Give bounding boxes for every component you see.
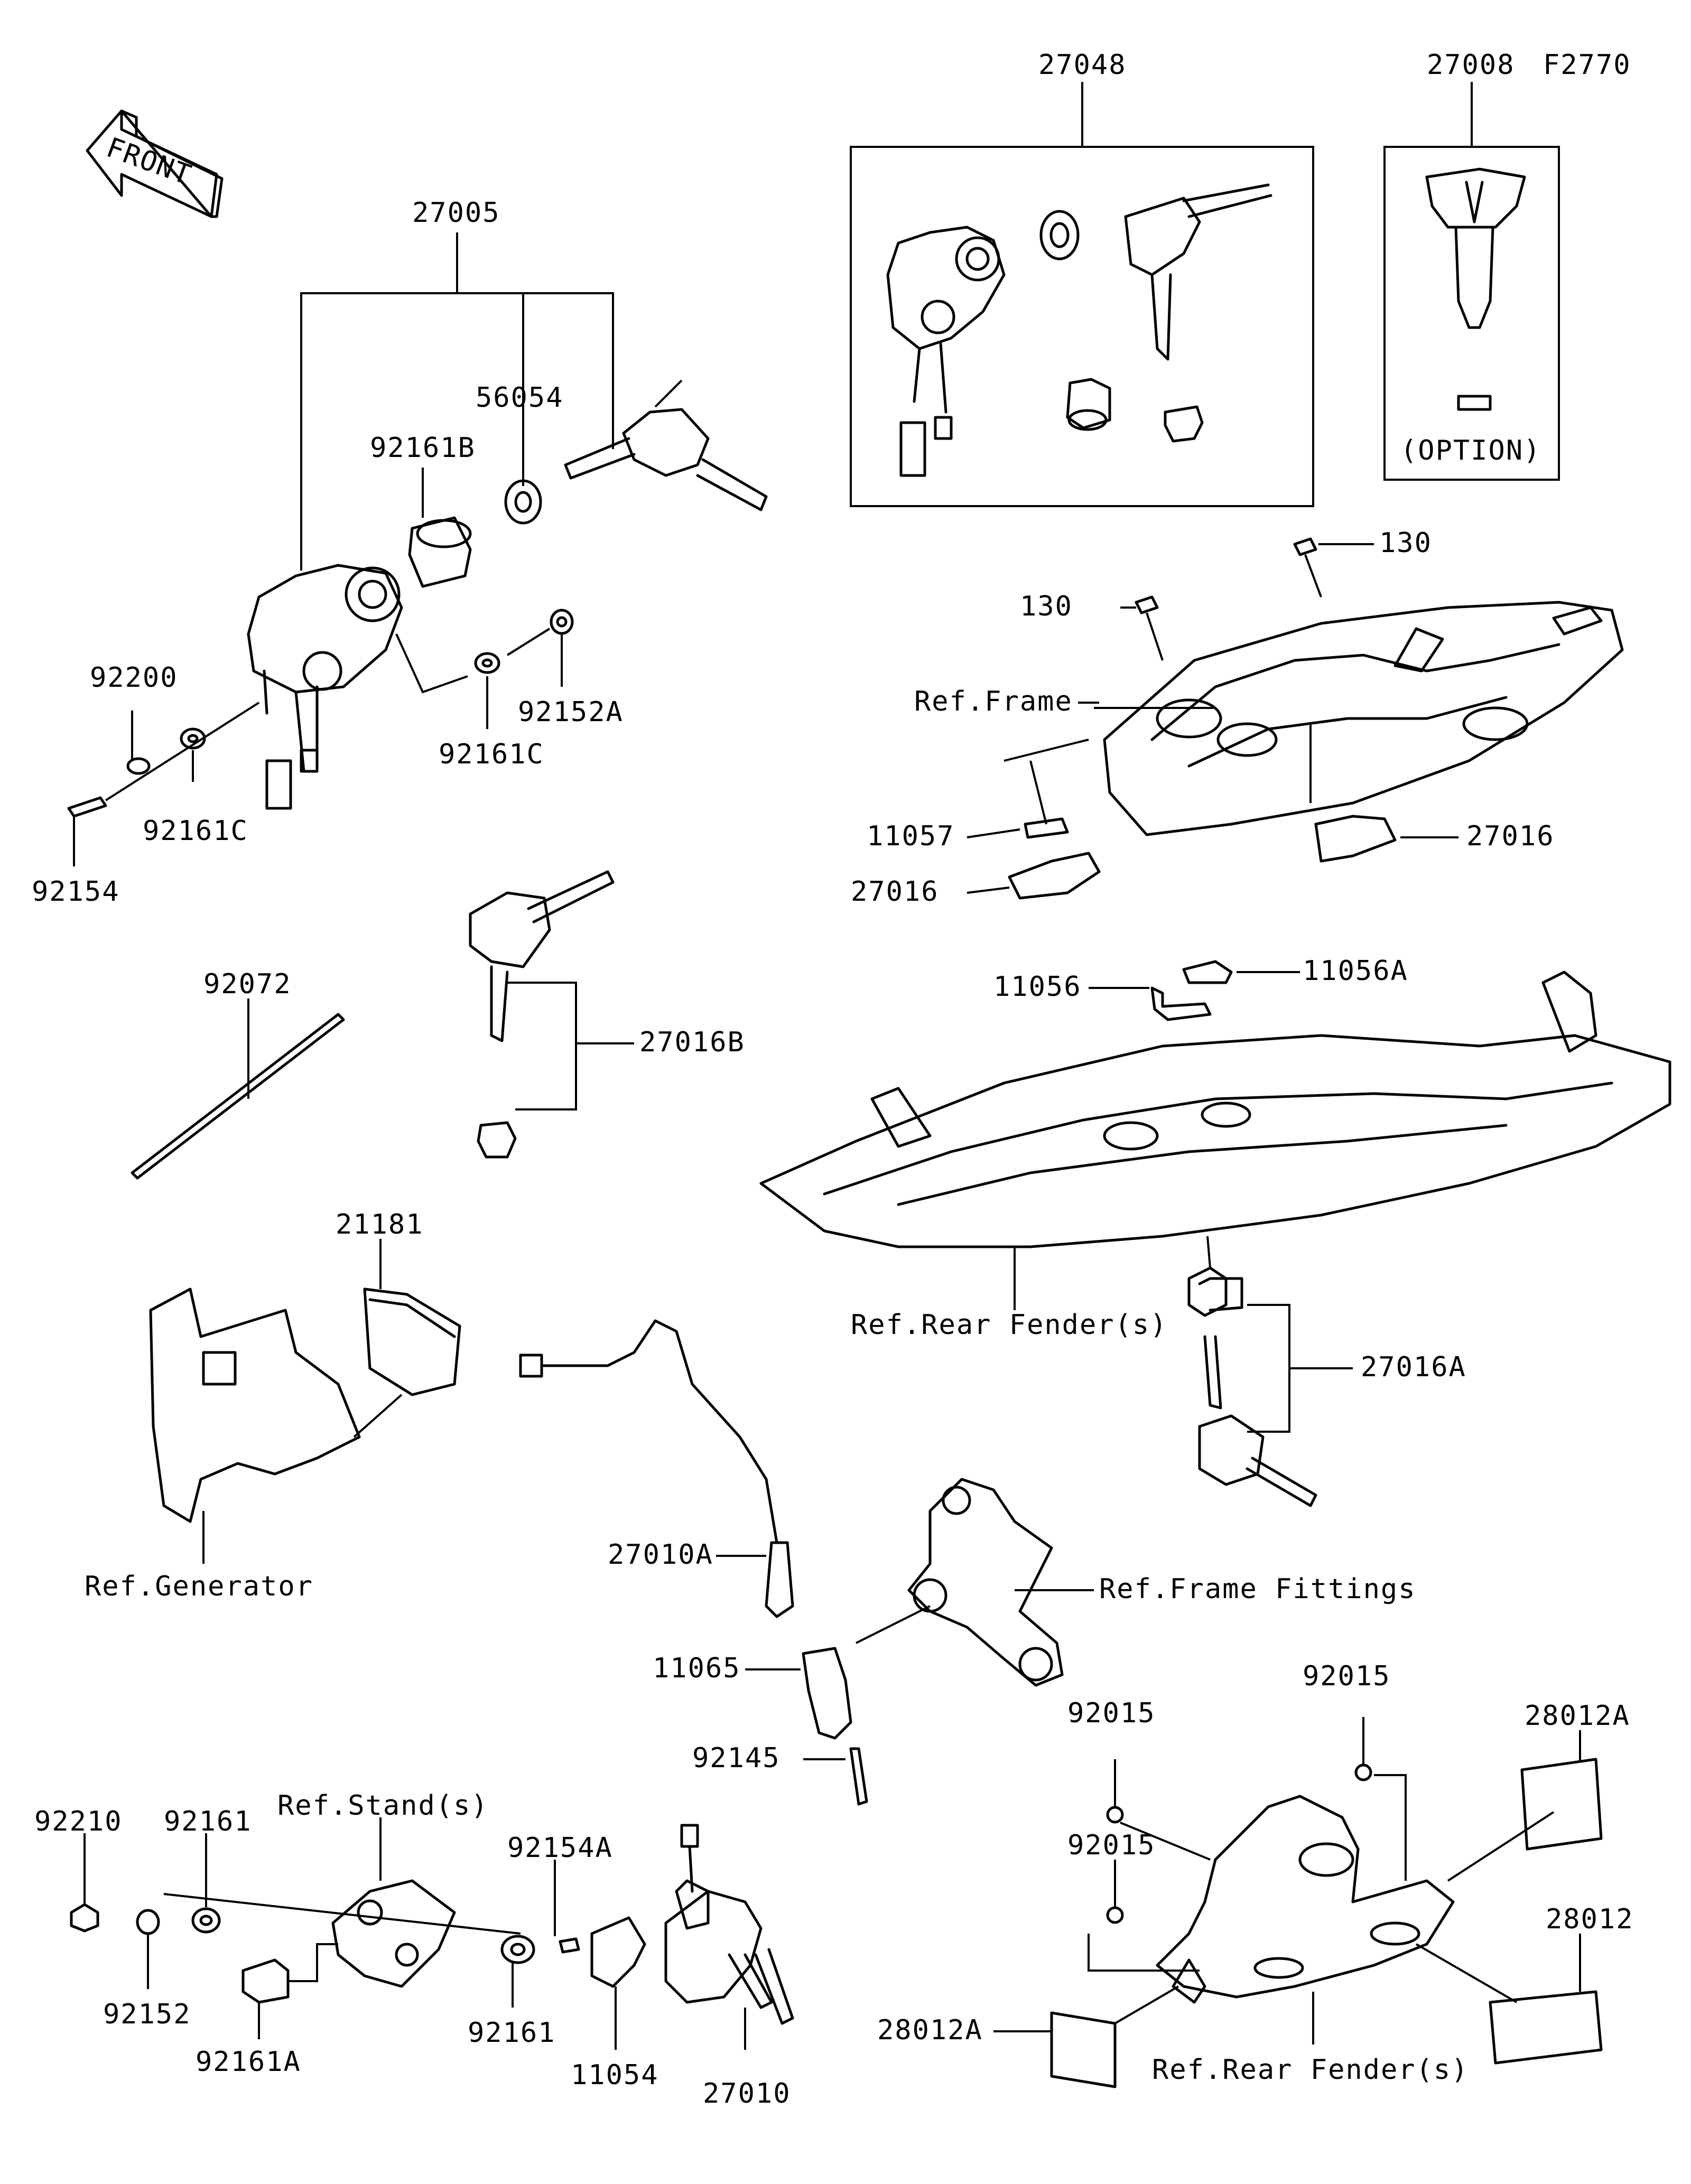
label-27016-right: 27016 — [1466, 820, 1555, 852]
label-27048: 27048 — [1038, 49, 1127, 81]
label-27008: 27008 — [1427, 49, 1515, 81]
reflector-28012A-upper — [1447, 1730, 1603, 1882]
diagram-code: F2770 — [1543, 49, 1631, 81]
part-27005-ignition-switch: 27005 — [247, 197, 768, 810]
label-92161-left: 92161 — [164, 1806, 252, 1837]
label-ref-rear-fender-top: Ref.Rear Fender(s) — [851, 1309, 1168, 1341]
label-92161B: 92161B — [370, 432, 476, 464]
part-27010A-sensor — [519, 1319, 794, 1618]
label-92072: 92072 — [203, 968, 292, 1000]
label-92200: 92200 — [90, 662, 178, 694]
label-92015-top: 92015 — [1303, 1660, 1391, 1692]
label-92015-mid: 92015 — [1067, 1697, 1156, 1729]
label-28012: 28012 — [1546, 1903, 1634, 1935]
frame-fittings — [856, 1478, 1094, 1687]
part-27016A — [1187, 1236, 1353, 1507]
label-92152A: 92152A — [518, 696, 624, 728]
label-28012A-upper: 28012A — [1525, 1700, 1630, 1732]
label-56054: 56054 — [476, 382, 564, 414]
fasteners-92200-92161C-92154 — [67, 702, 260, 866]
label-ref-stand: Ref.Stand(s) — [277, 1790, 489, 1822]
label-11056: 11056 — [993, 971, 1082, 1003]
label-11057: 11057 — [867, 820, 955, 852]
label-27010A: 27010A — [608, 1539, 713, 1571]
label-92161-right: 92161 — [468, 2017, 556, 2049]
label-27016-left: 27016 — [851, 876, 939, 908]
label-27005: 27005 — [412, 197, 500, 229]
label-92154A: 92154A — [507, 1832, 613, 1864]
label-92154: 92154 — [32, 876, 120, 908]
reflector-assembly — [1088, 1717, 1455, 2045]
part-92072-cable-tie — [131, 998, 345, 1180]
label-92161C-left: 92161C — [143, 815, 248, 847]
frame-assembly — [1094, 601, 1624, 836]
label-130-left: 130 — [1020, 591, 1073, 622]
parts-11065-92145 — [745, 1647, 868, 1806]
fasteners-92161C-92152A — [474, 609, 574, 729]
bolts-130 — [1120, 537, 1374, 661]
reflector-28012 — [1415, 1934, 1603, 2065]
label-92210: 92210 — [34, 1806, 123, 1837]
parts-11057-27016 — [967, 739, 1458, 900]
label-21181: 21181 — [336, 1209, 424, 1240]
label-92152: 92152 — [103, 1999, 191, 2030]
stand-switch-group — [70, 1817, 710, 2050]
label-92015-low: 92015 — [1067, 1830, 1156, 1861]
label-92161A: 92161A — [196, 2046, 301, 2078]
label-27010: 27010 — [703, 2078, 791, 2110]
label-ref-frame: Ref.Frame — [914, 686, 1073, 717]
part-27016B — [469, 870, 634, 1159]
part-27008-option-key: 27008 (OPTION) — [1383, 49, 1560, 481]
label-ref-rear-fender-bottom: Ref.Rear Fender(s) — [1152, 2054, 1469, 2086]
label-ref-frame-fittings: Ref.Frame Fittings — [1099, 1573, 1416, 1605]
front-arrow-icon: FRONT — [86, 109, 224, 218]
label-option: (OPTION) — [1400, 435, 1541, 466]
label-27016B: 27016B — [639, 1026, 745, 1058]
label-27016A: 27016A — [1361, 1351, 1466, 1383]
label-ref-generator: Ref.Generator — [85, 1571, 313, 1602]
part-27010-switch — [664, 1824, 794, 2050]
parts-11056-11056A — [1089, 960, 1300, 1021]
label-130-right: 130 — [1379, 527, 1432, 559]
reflector-28012A-lower — [993, 1985, 1179, 2088]
part-21181-relay — [149, 1239, 461, 1564]
label-11054: 11054 — [571, 2059, 659, 2091]
label-92161C-right: 92161C — [439, 739, 544, 770]
part-27048-kit: 27048 — [850, 49, 1314, 507]
label-11056A: 11056A — [1303, 955, 1408, 987]
label-92145: 92145 — [692, 1742, 781, 1774]
label-11065: 11065 — [653, 1653, 741, 1684]
rear-fender-assembly — [759, 970, 1671, 1310]
label-28012A-lower: 28012A — [877, 2014, 983, 2046]
